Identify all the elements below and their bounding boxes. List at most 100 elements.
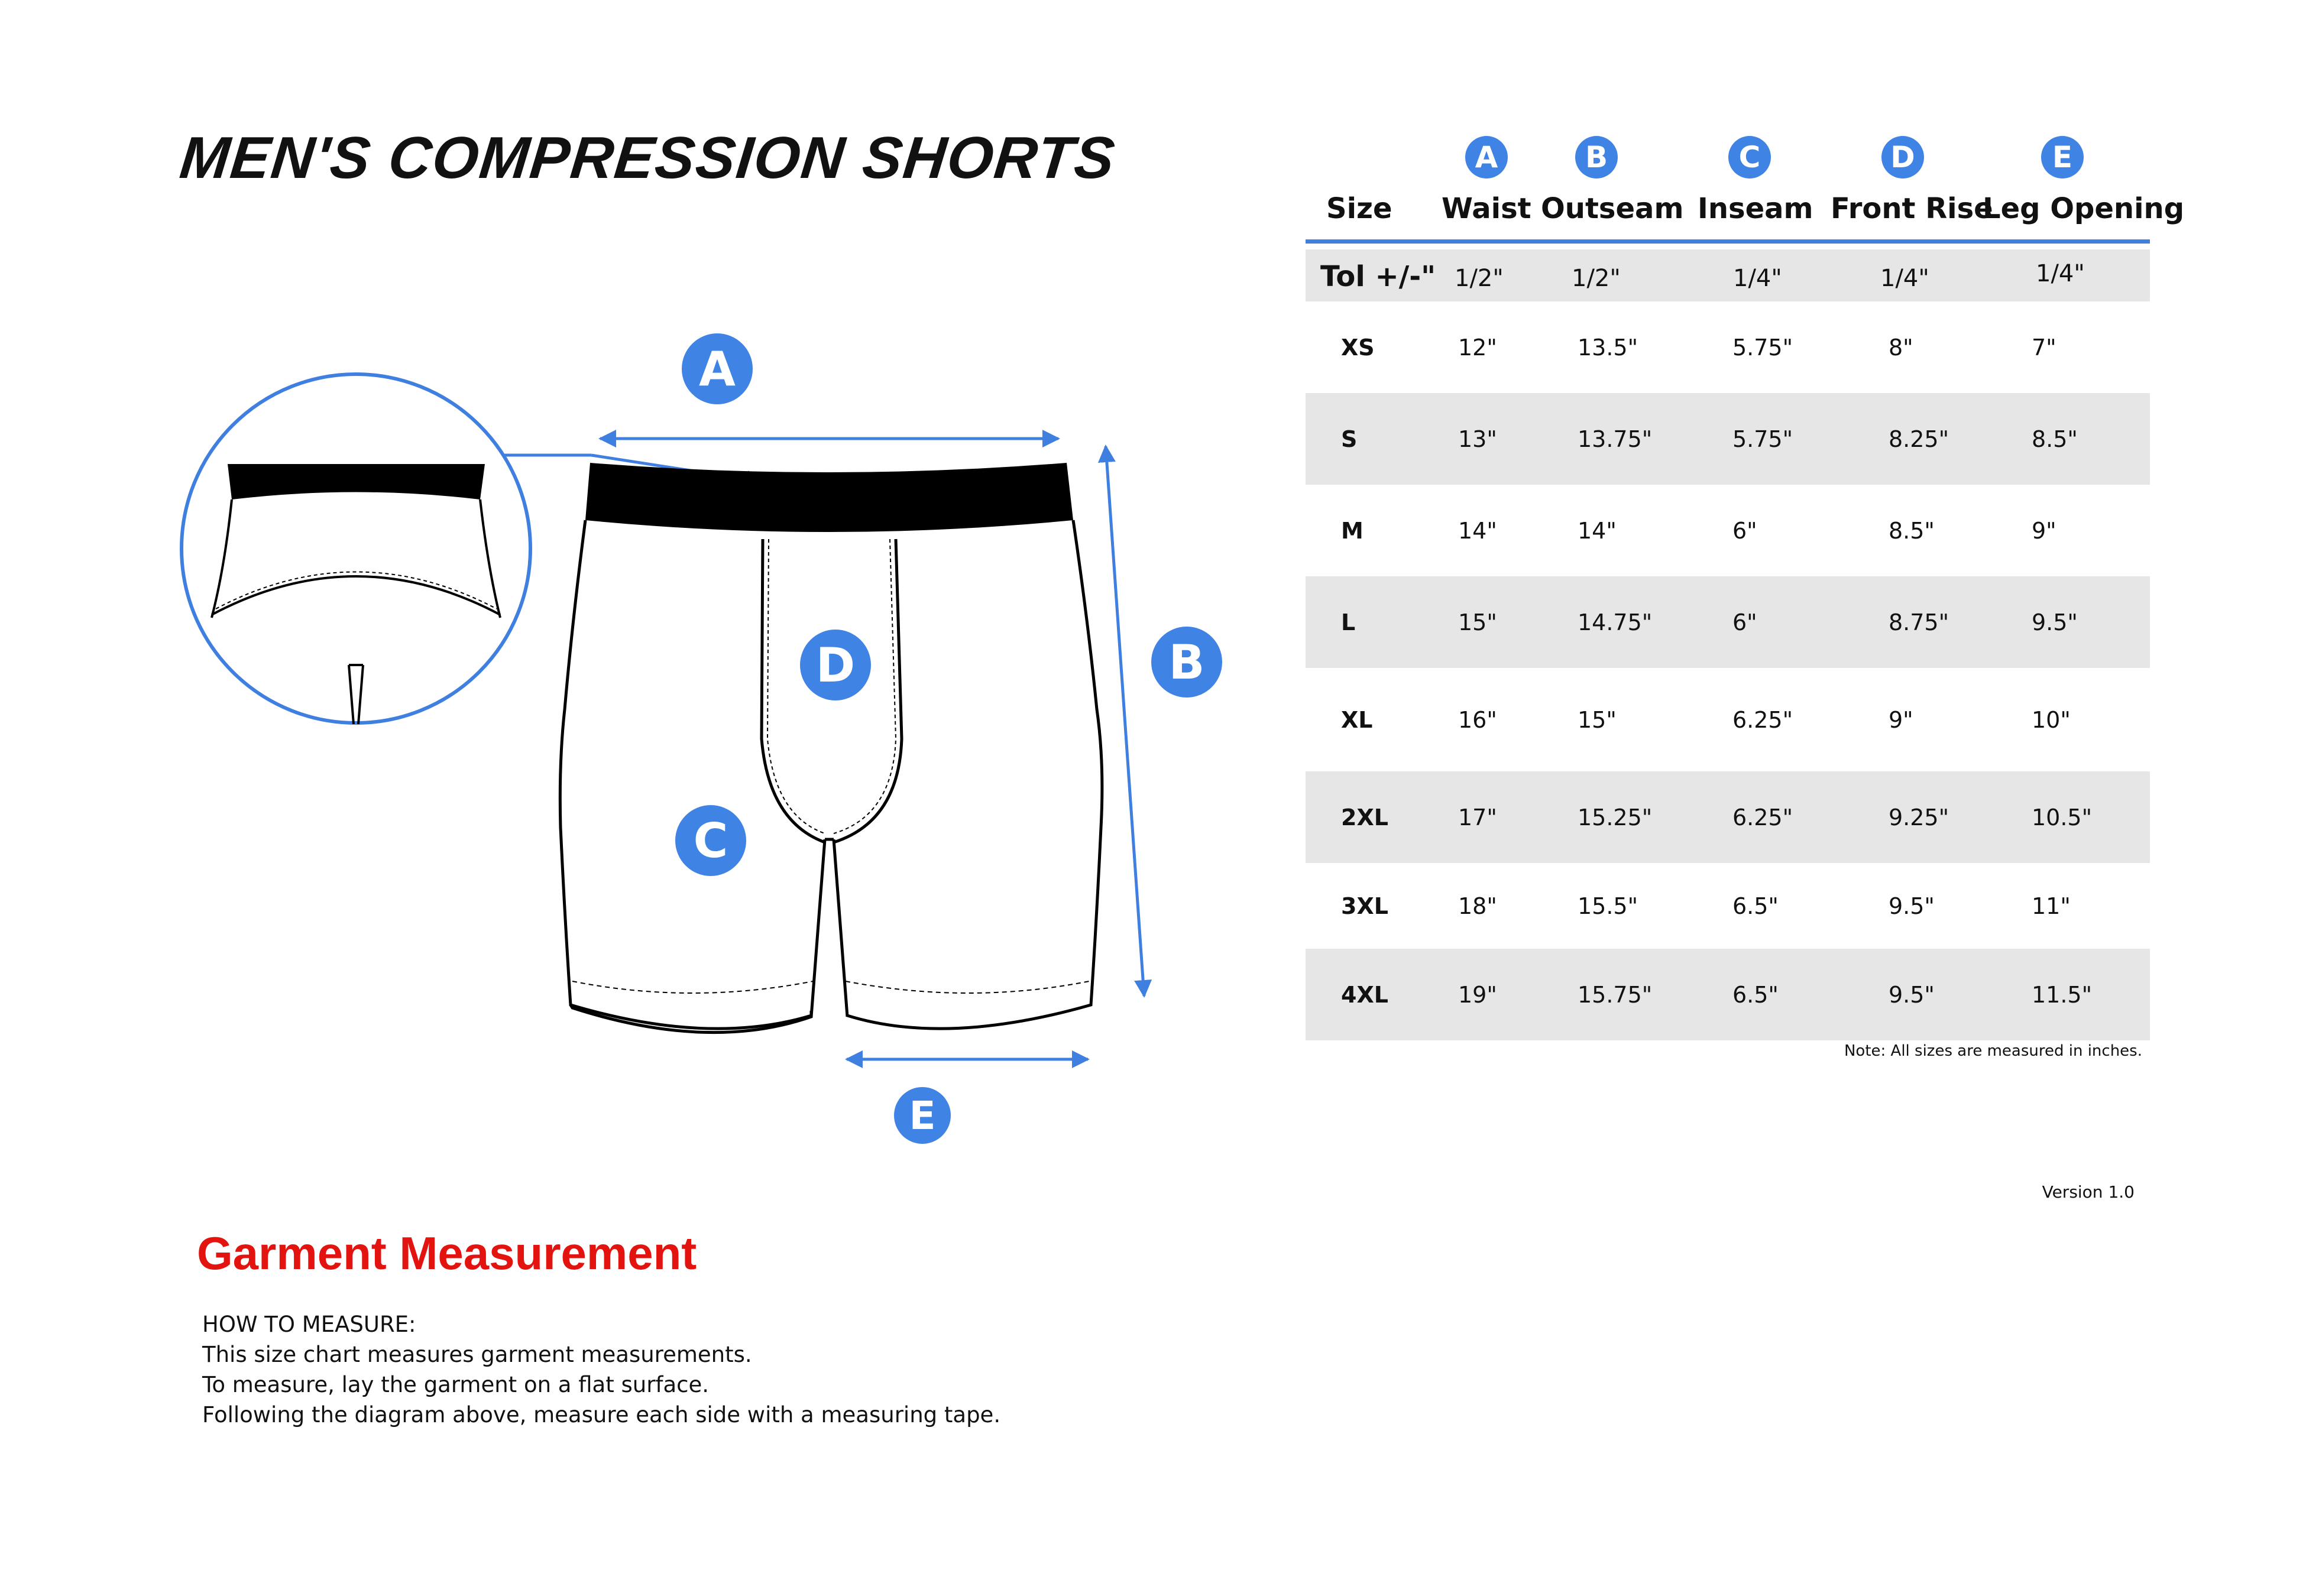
measurement-cell: 14" [1578,518,1617,544]
header-outseam: Outseam [1541,192,1684,225]
measurement-cell: 7" [2032,335,2056,361]
measurement-cell: 11.5" [2032,982,2093,1008]
column-badges: A B C D E [1306,136,2150,192]
size-cell: XL [1341,707,1373,733]
size-cell: 4XL [1341,982,1388,1008]
measurement-cell: 14.75" [1578,609,1653,635]
size-cell: M [1341,518,1363,544]
table-row: S 13" 13.75" 5.75" 8.25" 8.5" [1306,393,2150,485]
size-cell: XS [1341,335,1375,361]
measurement-cell: 9.25" [1889,805,1949,831]
label-b-badge: B [1151,627,1222,698]
measure-instructions: HOW TO MEASURE: This size chart measures… [202,1309,1000,1430]
measurement-cell: 10.5" [2032,805,2093,831]
shorts-illustration [558,463,1104,1034]
label-e-badge: E [894,1087,951,1144]
measurement-cell: 17" [1458,805,1497,831]
measurement-cell: 8" [1889,335,1913,361]
size-cell: 2XL [1341,805,1388,831]
header-waist: Waist [1442,192,1531,225]
size-rows: XS 12" 13.5" 5.75" 8" 7" S 13" 13.75" 5.75" 8.25" 8… [1306,301,2150,1040]
header-front-rise: Front Rise [1831,192,1993,225]
badge-a: A [1465,136,1508,179]
measurement-cell: 9.5" [1889,982,1935,1008]
header-leg-opening: Leg Opening [1983,192,2185,225]
measurement-cell: 6" [1732,518,1757,544]
measurement-cell: 8.75" [1889,609,1949,635]
measurement-cell: 9.5" [2032,609,2078,635]
measurement-cell: 6" [1732,609,1757,635]
table-row: XS 12" 13.5" 5.75" 8" 7" [1306,301,2150,393]
version-label: Version 1.0 [2042,1182,2135,1202]
table-row: 2XL 17" 15.25" 6.25" 9.25" 10.5" [1306,771,2150,863]
measurement-cell: 9" [2032,518,2056,544]
measurement-cell: 15.5" [1578,893,1638,919]
instruction-line: HOW TO MEASURE: [202,1312,416,1337]
svg-text:E: E [909,1093,935,1138]
label-a-badge: A [682,333,753,404]
measurement-cell: 6.5" [1732,982,1779,1008]
table-row: L 15" 14.75" 6" 8.75" 9.5" [1306,576,2150,668]
measurement-cell: 12" [1458,335,1497,361]
table-note: Note: All sizes are measured in inches. [1844,1042,2142,1060]
measurement-cell: 6.5" [1732,893,1779,919]
table-row: M 14" 14" 6" 8.5" 9" [1306,485,2150,576]
tolerance-row: Tol +/-" 1/2" 1/2" 1/4" 1/4" 1/4" [1306,249,2150,301]
badge-b: B [1575,136,1618,179]
tolerance-value: 1/4" [1880,265,1929,292]
tolerance-value: 1/2" [1455,265,1504,292]
measurement-cell: 9" [1889,707,1913,733]
instruction-line: To measure, lay the garment on a flat su… [202,1372,709,1397]
size-cell: 3XL [1341,893,1388,919]
measurement-cell: 15.25" [1578,805,1653,831]
measurement-cell: 6.25" [1732,805,1793,831]
label-c-badge: C [675,805,746,876]
waistband-detail-zoom [180,372,765,725]
measurement-cell: 10" [2032,707,2071,733]
size-cell: L [1341,609,1356,635]
measurement-cell: 14" [1458,518,1497,544]
size-cell: S [1341,426,1358,452]
section-heading: Garment Measurement [197,1227,697,1279]
instruction-line: Following the diagram above, measure eac… [202,1402,1001,1428]
arrow-b [1097,445,1152,998]
tolerance-label: Tol +/-" [1320,260,1436,293]
tolerance-value: 1/4" [1733,265,1782,292]
svg-text:A: A [699,342,736,397]
label-d-badge: D [800,630,871,700]
measurement-cell: 13.75" [1578,426,1653,452]
measurement-cell: 15" [1578,707,1617,733]
table-header-row: Size Waist Outseam Inseam Front Rise Leg… [1306,192,2184,244]
instruction-line: This size chart measures garment measure… [202,1342,752,1367]
svg-text:B: B [1169,635,1205,690]
tolerance-value: 1/4" [2036,260,2085,287]
table-row: XL 16" 15" 6.25" 9" 10" [1306,668,2150,771]
measurement-cell: 8.25" [1889,426,1949,452]
measurement-cell: 8.5" [2032,426,2078,452]
measurement-cell: 6.25" [1732,707,1793,733]
header-inseam: Inseam [1698,192,1813,225]
svg-text:C: C [694,813,728,868]
badge-c: C [1728,136,1771,179]
table-row: 4XL 19" 15.75" 6.5" 9.5" 11.5" [1306,949,2150,1040]
header-size: Size [1326,192,1392,225]
measurement-cell: 9.5" [1889,893,1935,919]
measurement-cell: 11" [2032,893,2071,919]
measurement-cell: 16" [1458,707,1497,733]
measurement-cell: 15" [1458,609,1497,635]
measurement-cell: 13.5" [1578,335,1638,361]
size-chart-table: A B C D E Size Waist Outseam Inseam Fron… [1306,136,2184,1040]
svg-text:D: D [816,638,855,693]
measurement-cell: 18" [1458,893,1497,919]
tolerance-value: 1/2" [1572,265,1621,292]
measurement-cell: 13" [1458,426,1497,452]
measurement-cell: 5.75" [1732,335,1793,361]
table-row: 3XL 18" 15.5" 6.5" 9.5" 11" [1306,863,2150,949]
measurement-cell: 15.75" [1578,982,1653,1008]
badge-e: E [2041,136,2084,179]
measurement-cell: 19" [1458,982,1497,1008]
badge-d: D [1881,136,1924,179]
measurement-cell: 8.5" [1889,518,1935,544]
measurement-cell: 5.75" [1732,426,1793,452]
